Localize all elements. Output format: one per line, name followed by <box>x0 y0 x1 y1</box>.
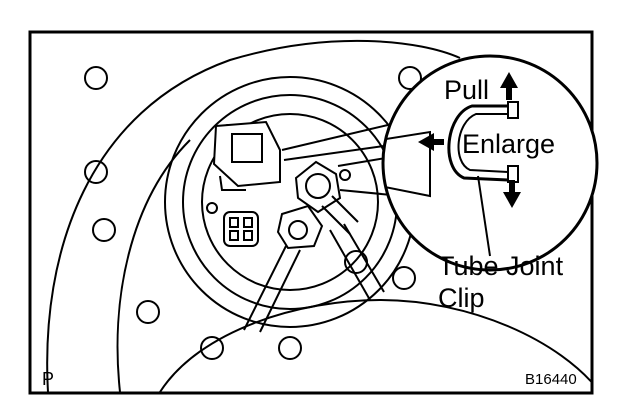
clip-label: Clip <box>438 283 485 313</box>
push-arrow-left <box>418 133 444 151</box>
enlarge-label: Enlarge <box>462 129 555 159</box>
leader-line-connector <box>281 123 393 151</box>
tank-outer-arc <box>46 39 461 393</box>
clip-label-leader <box>477 175 491 257</box>
connector-socket <box>223 211 259 247</box>
bolt-holes <box>84 66 422 360</box>
lower-tube-joint <box>243 204 385 333</box>
tank-lower-arc <box>159 298 592 393</box>
tube-joint-clip <box>447 104 509 182</box>
tank-inner-arc <box>116 139 191 393</box>
pull-label: Pull <box>444 75 489 105</box>
corner-code: P <box>42 369 54 389</box>
electrical-connector <box>212 120 281 191</box>
pump-flange-inner <box>201 113 379 291</box>
magnified-tube <box>383 130 431 198</box>
magnifier-circle <box>381 54 599 272</box>
pull-arrow-down <box>503 180 521 208</box>
pull-arrow-up <box>500 72 518 100</box>
figure-id: B16440 <box>525 371 577 388</box>
tube-joint-label: Tube Joint <box>438 251 564 281</box>
upper-tube-joint <box>294 160 359 235</box>
